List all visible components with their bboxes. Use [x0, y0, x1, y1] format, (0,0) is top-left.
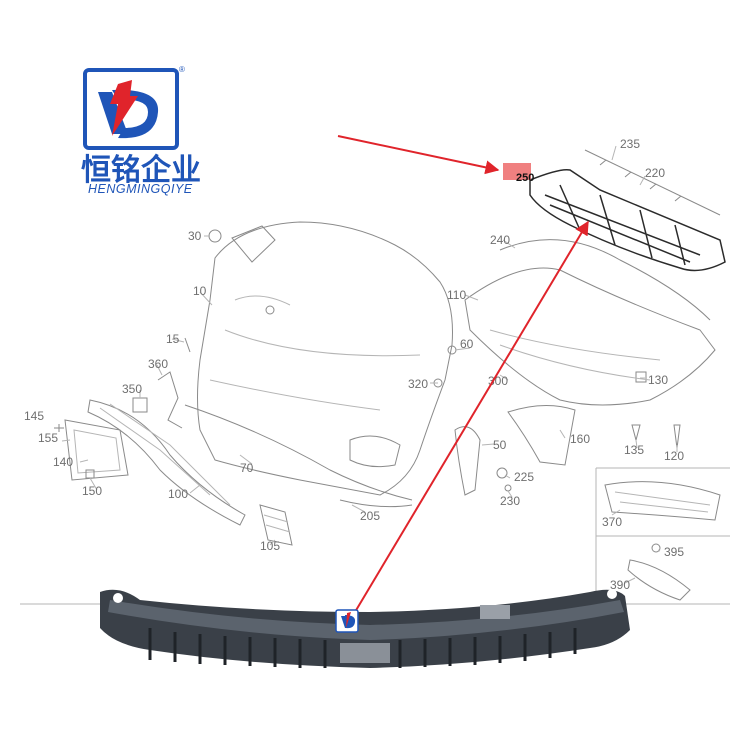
product-photo-bracket [100, 589, 630, 668]
clip-120 [673, 424, 681, 449]
bracket-center-tab [340, 643, 390, 663]
callout-220: 220 [645, 166, 665, 180]
callout-225: 225 [514, 470, 534, 484]
grille-250-mesh [544, 184, 701, 266]
clip-230 [504, 484, 512, 492]
trim-strip-220 [584, 149, 721, 216]
trim-strip-70 [184, 404, 413, 501]
bumper-cover-contours [209, 295, 421, 411]
grille-250-outline [529, 168, 726, 272]
clip-130 [635, 371, 647, 383]
support-rail-240 [499, 239, 711, 321]
callout-120: 120 [664, 449, 684, 463]
logo-frame [83, 68, 179, 150]
callout-320: 320 [408, 377, 428, 391]
callout-250: 250 [516, 172, 534, 184]
license-plate-bracket-inner [73, 429, 121, 474]
bracket-label-sticker [480, 605, 510, 619]
license-plate-bracket-140 [64, 419, 129, 481]
grille-insert-370-mesh [614, 491, 711, 513]
grille-insert-390 [627, 559, 691, 601]
bumper-cover-group [197, 221, 453, 496]
logo-flame [110, 80, 138, 136]
bracket-top [231, 225, 276, 263]
logo-stroke-d [112, 89, 159, 139]
fasteners [54, 337, 681, 553]
callout-30: 30 [188, 229, 202, 243]
callout-150: 150 [82, 484, 102, 498]
callout-230: 230 [500, 494, 520, 508]
logo-registered-mark: ® [179, 65, 185, 74]
sensor-350 [132, 397, 148, 413]
bracket-mount-hole-left [113, 593, 123, 603]
callout-140: 140 [53, 455, 73, 469]
bracket-360 [157, 371, 183, 429]
callout-370: 370 [602, 515, 622, 529]
callout-110: 110 [447, 288, 466, 302]
logo-stroke-left [98, 92, 128, 134]
callout-100: 100 [168, 487, 188, 501]
callout-240: 240 [490, 233, 510, 247]
clip-135 [631, 424, 641, 442]
bracket-mount-hole-right [607, 589, 617, 599]
grille-250 [529, 168, 726, 272]
callout-390: 390 [610, 578, 630, 592]
grille-insert-mesh [263, 514, 291, 533]
callout-155: 155 [38, 431, 58, 445]
callout-70: 70 [240, 461, 254, 475]
red-arrow-to-grille [354, 220, 589, 613]
trim-strip-205 [339, 499, 413, 508]
clip-15 [184, 337, 191, 353]
bracket-top-face [108, 600, 624, 640]
star-emblem-mount [265, 305, 275, 315]
callout-205: 205 [360, 509, 380, 523]
clip-225 [496, 467, 508, 479]
callout-labels: 30 10 15 360 350 145 155 140 150 100 70 … [24, 137, 684, 592]
callout-235: 235 [620, 137, 640, 151]
underbody-shield-ribs [489, 329, 661, 381]
callout-160: 160 [570, 432, 590, 446]
detail-box-frame [595, 467, 730, 604]
callout-300: 300 [488, 374, 508, 388]
callout-145: 145 [24, 409, 44, 423]
callout-50: 50 [493, 438, 507, 452]
logo-english-name: HENGMINGQIYE [88, 182, 193, 196]
callout-105: 105 [260, 539, 280, 553]
callout-135: 135 [624, 443, 644, 457]
emblem-part [208, 229, 222, 243]
underbody-shield-110 [464, 267, 716, 406]
bracket-ribs [148, 628, 577, 668]
leader-lines [61, 145, 678, 584]
logo-chinese-name: 恒铭企业 [81, 153, 201, 188]
callout-360: 360 [148, 357, 168, 371]
grille-insert-105 [259, 504, 293, 546]
watermark-logo-flame [346, 612, 351, 628]
callout-10: 10 [193, 284, 207, 298]
nut-150 [85, 469, 95, 479]
callout-250-highlight [503, 163, 531, 180]
callout-350: 350 [122, 382, 142, 396]
callout-395: 395 [664, 545, 684, 559]
screw-145 [54, 424, 64, 432]
side-trim-160 [507, 404, 576, 466]
lower-grille-mesh [99, 403, 231, 506]
callout-leaders [61, 145, 678, 584]
clip-395 [651, 543, 661, 553]
callout-130: 130 [648, 373, 668, 387]
trim-strip-220-clips [599, 159, 682, 202]
callout-60: 60 [460, 337, 474, 351]
lower-grille-100 [87, 399, 246, 526]
brand-logo: ® 恒铭企业 HENGMINGQIYE [81, 65, 201, 196]
grille-insert-370 [604, 481, 721, 521]
watermark-logo-mark [341, 615, 356, 629]
bumper-cover-outline [197, 221, 453, 496]
fog-lamp-opening [349, 435, 401, 468]
red-arrow-to-250 [337, 135, 500, 175]
callout-15: 15 [166, 332, 180, 346]
